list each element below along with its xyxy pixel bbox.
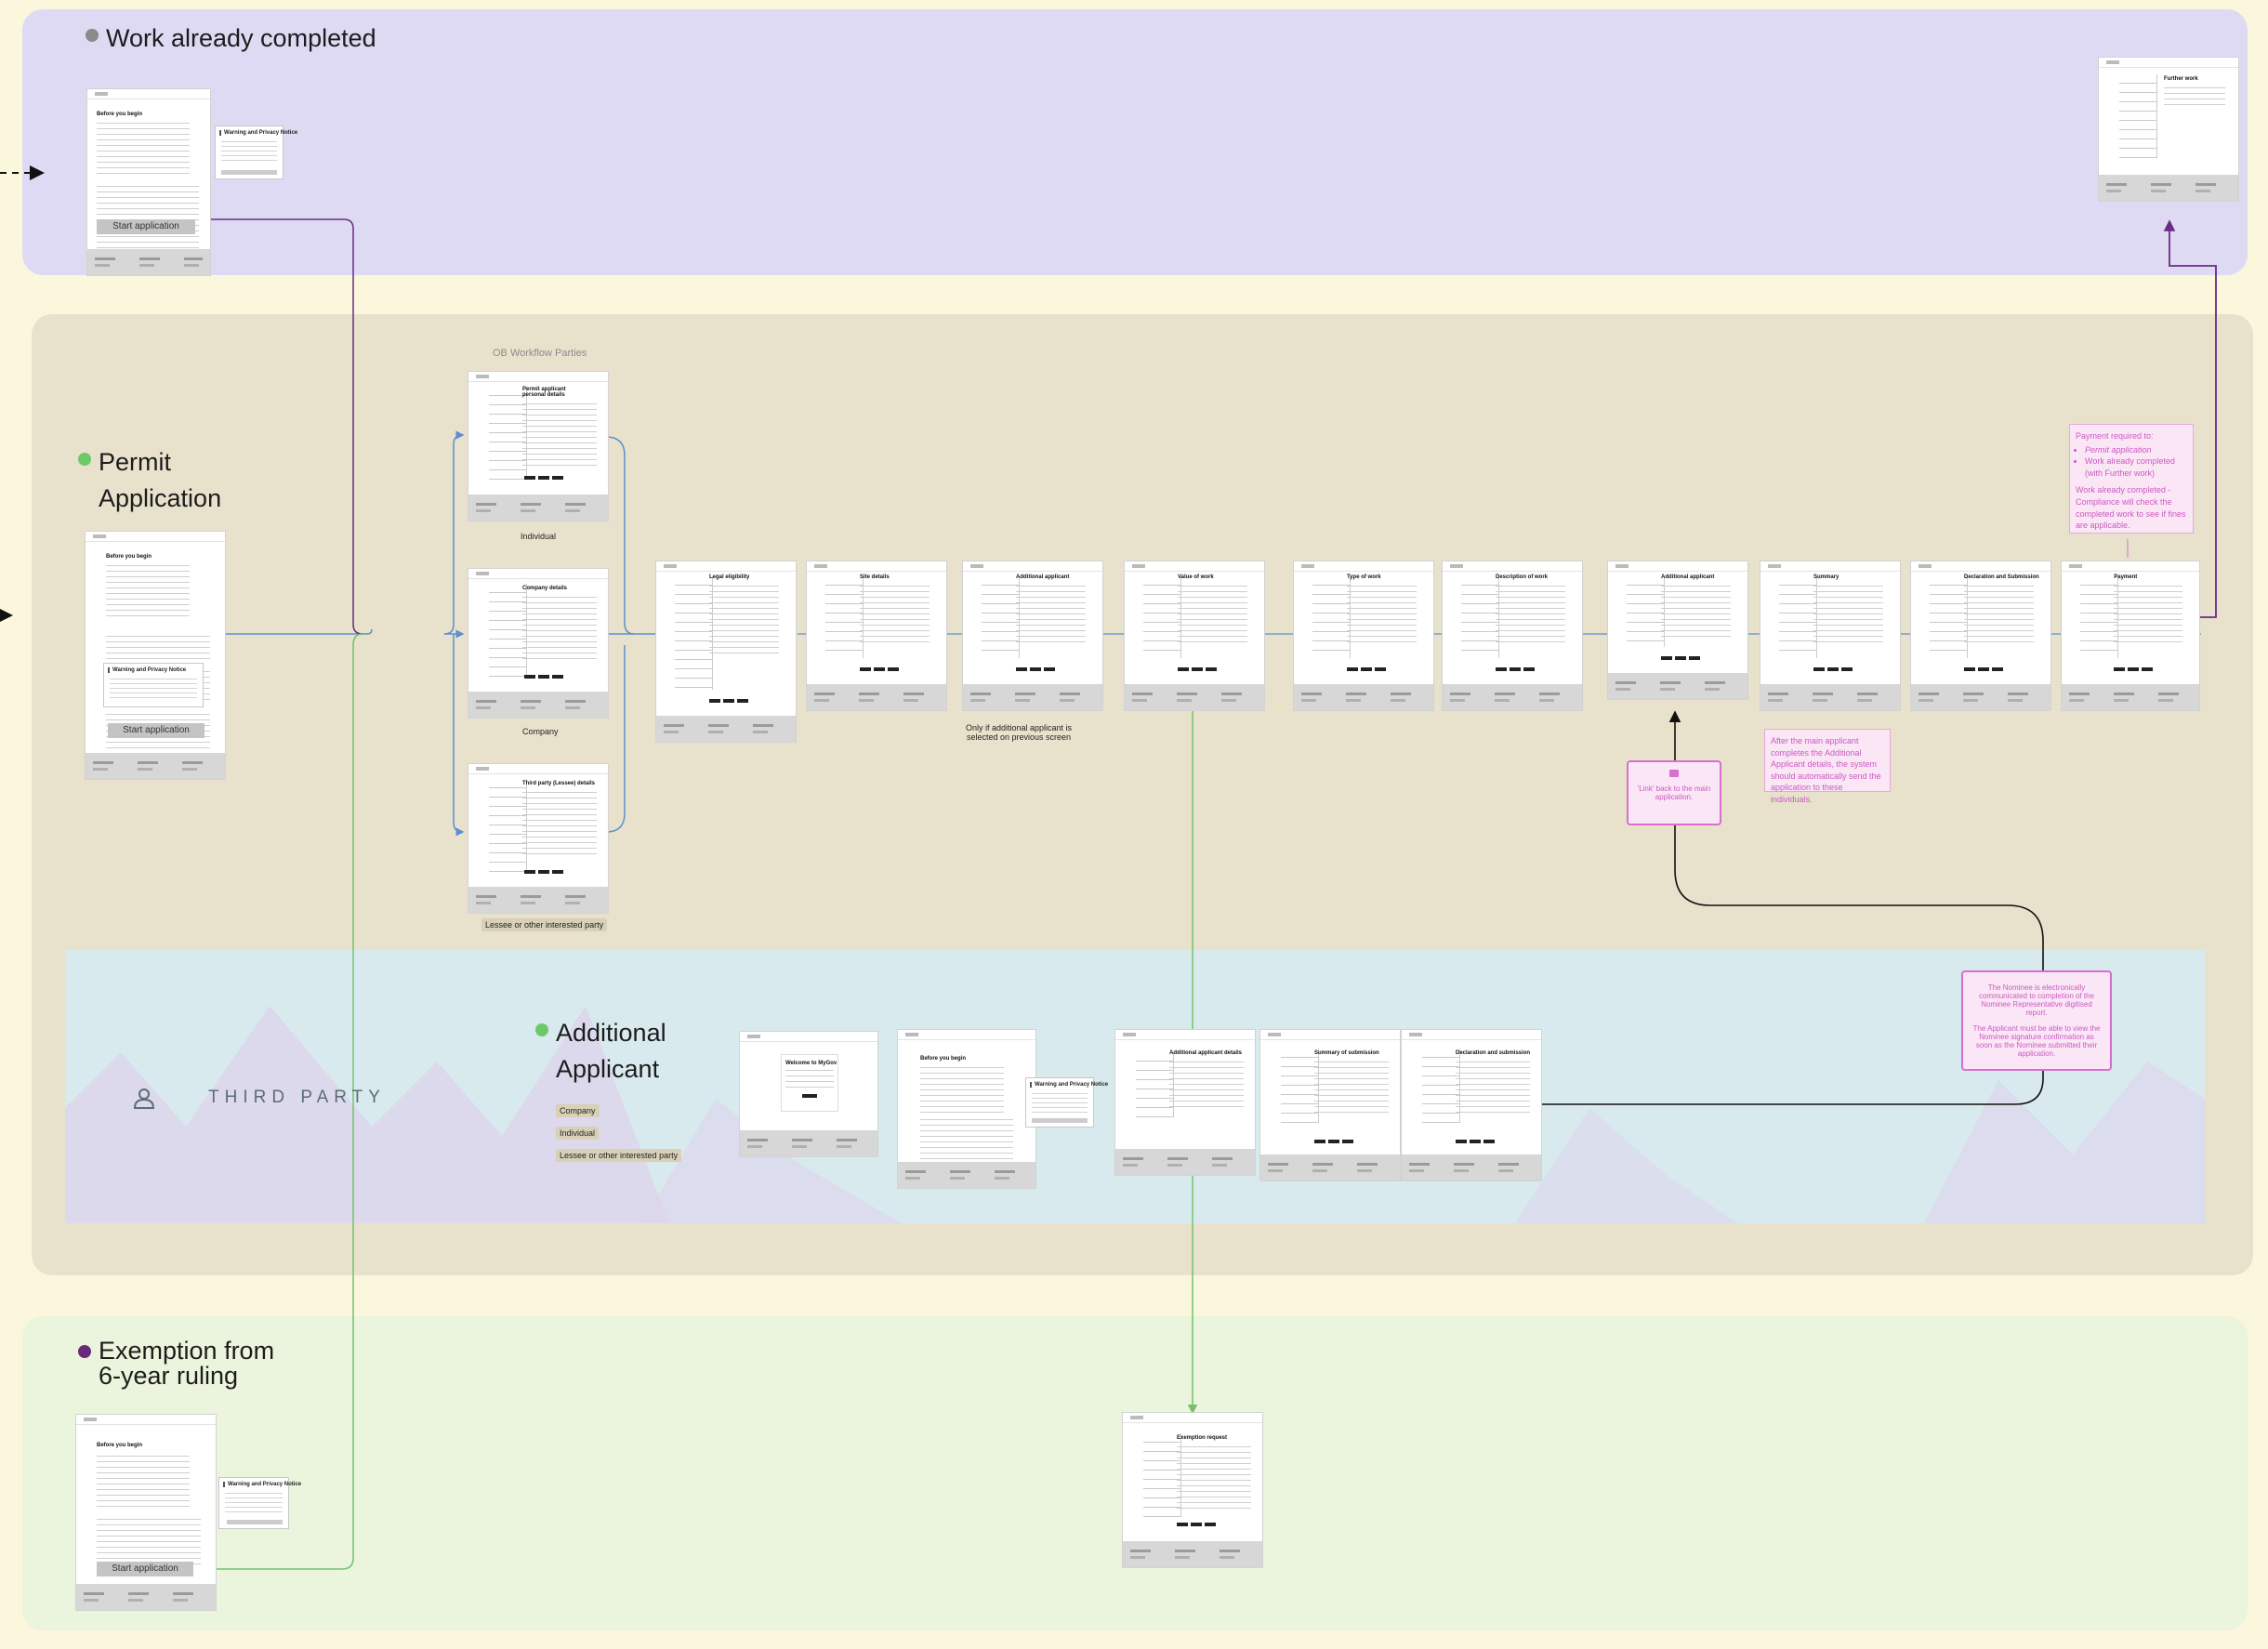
status-dot xyxy=(78,453,91,466)
screen-heading: Further work xyxy=(2164,76,2198,82)
status-dot xyxy=(535,1023,548,1036)
screen-login[interactable]: Welcome to MyGov xyxy=(740,1032,877,1156)
screen-heading: Site details xyxy=(860,574,890,580)
warning-privacy-popup: Warning and Privacy Notice xyxy=(104,664,203,706)
screen-step-5[interactable]: Type of work xyxy=(1294,561,1433,710)
payment-item: Permit application xyxy=(2085,444,2187,456)
calendar-icon xyxy=(1669,770,1679,777)
action-buttons[interactable] xyxy=(1016,667,1057,671)
screen-further-work[interactable]: Further work xyxy=(2099,58,2238,201)
action-buttons[interactable] xyxy=(1661,656,1702,660)
screen-step-10[interactable]: Payment xyxy=(2062,561,2199,710)
lane-third-party xyxy=(65,950,2205,1223)
nominee-note: The Nominee is electronically communicat… xyxy=(1961,970,2112,1071)
login-box: Welcome to MyGov xyxy=(781,1054,838,1112)
tag-lessee: Lessee or other interested party xyxy=(556,1149,682,1162)
screen-heading: Value of work xyxy=(1178,574,1214,580)
screen-before-you-begin-permit[interactable]: Before you begin Start application xyxy=(86,532,225,779)
lane-title-additional-applicant: Additional Applicant xyxy=(535,1015,666,1088)
status-dot xyxy=(86,29,99,42)
payment-items: Permit application Work already complete… xyxy=(2085,444,2187,480)
screen-declaration-and-submission[interactable]: Declaration and submission xyxy=(1402,1030,1541,1181)
screen-heading: Payment xyxy=(2114,574,2138,580)
action-buttons[interactable] xyxy=(1178,667,1219,671)
screen-heading: Additional applicant xyxy=(1661,574,1715,580)
screen-heading: Third party (Lessee) details xyxy=(522,781,596,786)
start-application-button[interactable]: Start application xyxy=(97,1562,193,1576)
party-caption-lessee: Lessee or other interested party xyxy=(481,918,608,931)
start-application-button[interactable]: Start application xyxy=(97,219,195,234)
party-caption-individual: Individual xyxy=(521,532,557,541)
screen-heading: Before you begin xyxy=(97,1443,143,1448)
action-buttons[interactable] xyxy=(1813,667,1854,671)
screen-step-6[interactable]: Description of work xyxy=(1443,561,1582,710)
screen-heading: Exemption request xyxy=(1177,1435,1228,1441)
action-buttons[interactable] xyxy=(1496,667,1536,671)
screen-step-3[interactable]: Additional applicant xyxy=(963,561,1102,710)
link-back-note: 'Link' back to the main application. xyxy=(1627,760,1721,825)
screen-heading: Summary xyxy=(1813,574,1839,580)
screen-heading: Before you begin xyxy=(106,554,152,560)
screen-heading: Additional applicant xyxy=(1016,574,1070,580)
screen-heading: Description of work xyxy=(1496,574,1549,580)
tag-individual: Individual xyxy=(556,1127,600,1140)
screen-heading: Type of work xyxy=(1347,574,1381,580)
third-party-label: THIRD PARTY xyxy=(208,1088,386,1107)
screen-before-you-begin-work[interactable]: Before you begin Start application xyxy=(87,89,210,275)
after-main-applicant-note: After the main applicant completes the A… xyxy=(1764,729,1891,804)
start-application-button[interactable]: Start application xyxy=(108,723,204,738)
screen-heading: Before you begin xyxy=(920,1056,967,1062)
screen-heading: Additional applicant details xyxy=(1169,1050,1243,1056)
action-buttons[interactable] xyxy=(709,699,750,703)
screen-additional-applicant-details[interactable]: Additional applicant details xyxy=(1115,1030,1255,1175)
person-icon xyxy=(132,1088,156,1115)
lane-title-work: Work already completed xyxy=(86,20,376,57)
lane-title-permit: Permit Application xyxy=(78,444,221,517)
warning-privacy-popup: Warning and Privacy Notice xyxy=(1026,1078,1108,1127)
screen-step-4[interactable]: Value of work xyxy=(1125,561,1264,710)
additional-applicant-caption: Only if additional applicant is selected… xyxy=(965,723,1073,742)
screen-heading: Summary of submission xyxy=(1314,1050,1379,1056)
screen-before-you-begin-exemption[interactable]: Before you begin Start application xyxy=(76,1415,216,1610)
action-buttons[interactable] xyxy=(2114,667,2156,671)
screen-heading: Permit applicant personal details xyxy=(522,387,566,398)
screen-heading: Declaration and Submission xyxy=(1964,574,2039,580)
screen-heading: Legal eligibility xyxy=(709,574,750,580)
screen-step-7[interactable]: Additional applicant xyxy=(1608,561,1747,699)
screen-party-individual[interactable]: Permit applicant personal details xyxy=(468,372,608,521)
screen-heading: Before you begin xyxy=(97,112,143,117)
screen-step-2[interactable]: Site details xyxy=(807,561,946,710)
lane-work-already-completed xyxy=(22,9,2248,275)
action-buttons[interactable] xyxy=(860,667,901,671)
warning-privacy-popup: Warning and Privacy Notice xyxy=(219,1478,301,1528)
screen-party-company[interactable]: Company details xyxy=(468,569,608,718)
tag-company: Company xyxy=(556,1104,600,1117)
lane-title-exemption: Exemption from 6-year ruling xyxy=(78,1339,274,1389)
screen-heading: Declaration and submission xyxy=(1456,1050,1531,1056)
screen-step-9[interactable]: Declaration and Submission xyxy=(1911,561,2050,710)
screen-exemption-request[interactable]: Exemption request xyxy=(1123,1413,1262,1567)
screen-summary-of-submission[interactable]: Summary of submission xyxy=(1260,1030,1400,1181)
screen-before-you-begin-third-party[interactable]: Before you begin xyxy=(898,1030,1035,1188)
action-buttons[interactable] xyxy=(1964,667,2005,671)
payment-note: Payment required to: Permit application … xyxy=(2069,424,2194,534)
mountain-background xyxy=(65,1006,2205,1223)
screen-step-8[interactable]: Summary xyxy=(1760,561,1900,710)
action-buttons[interactable] xyxy=(1347,667,1388,671)
screen-party-third[interactable]: Third party (Lessee) details xyxy=(468,764,608,913)
ob-workflow-parties-label: OB Workflow Parties xyxy=(493,348,587,359)
status-dot xyxy=(78,1345,91,1358)
screen-step-1[interactable]: Legal eligibility xyxy=(656,561,796,742)
warning-privacy-popup: Warning and Privacy Notice xyxy=(216,126,297,178)
payment-item: Work already completed (with Further wor… xyxy=(2085,455,2187,479)
party-caption-company: Company xyxy=(522,727,559,736)
screen-heading: Company details xyxy=(522,586,568,591)
